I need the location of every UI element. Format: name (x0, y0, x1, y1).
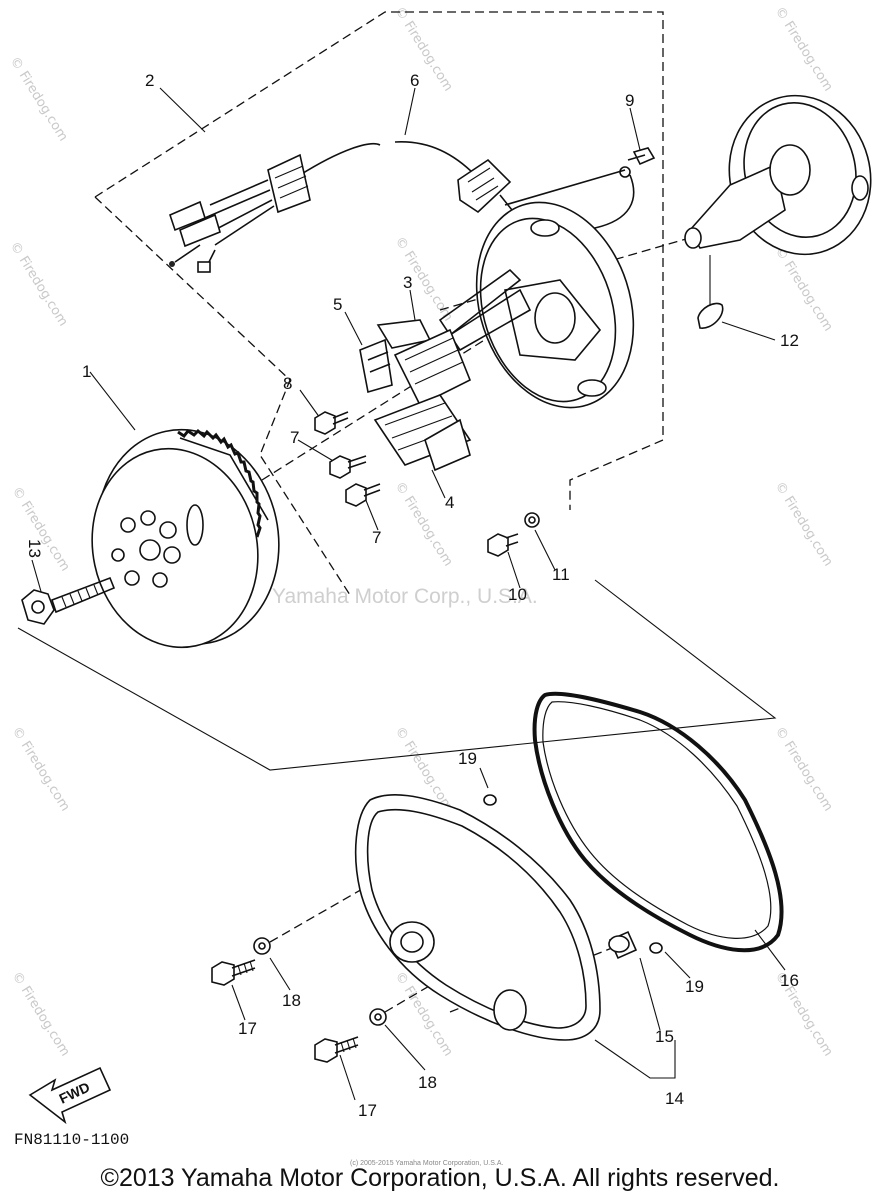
wire-harness (169, 141, 635, 273)
small-copyright: (c) 2005-2015 Yamaha Motor Corporation, … (350, 1160, 504, 1167)
crankshaft (684, 94, 872, 256)
footer-copyright: ©2013 Yamaha Motor Corporation, U.S.A. A… (100, 1164, 780, 1192)
flywheel (91, 428, 280, 649)
part-label-18a: 18 (282, 991, 301, 1010)
part-label-15: 15 (655, 1027, 674, 1046)
watermark-text: © Firedog.com (392, 234, 456, 324)
flywheel-group-boundary (17, 579, 777, 771)
part-label-12: 12 (780, 331, 799, 350)
part-label-16: 16 (780, 971, 799, 990)
part-label-17a: 17 (238, 1019, 257, 1038)
part-label-11: 11 (552, 565, 570, 584)
bolt-10-washer-11 (487, 512, 540, 557)
watermark-text: © Firedog.com (772, 479, 836, 569)
fwd-arrow: FWD (28, 1066, 112, 1125)
part-label-5: 5 (333, 295, 342, 314)
part-label-1: 1 (82, 362, 91, 381)
part-label-19a: 19 (458, 749, 477, 768)
dowel-pin (608, 930, 638, 960)
ring-gear-teeth (177, 428, 262, 538)
flywheel-nut-bolt (21, 576, 116, 625)
part-label-6: 6 (410, 71, 419, 90)
screws-7-8 (314, 411, 381, 507)
watermark-text: © Firedog.com (772, 4, 836, 94)
stator-base-plate (438, 201, 635, 409)
plug-19-lower (649, 942, 663, 954)
watermark-text: © Firedog.com (7, 54, 71, 144)
diagram-code: FN81110-1100 (14, 1131, 130, 1149)
watermark-text: © Firedog.com (772, 244, 836, 334)
part-label-10: 10 (508, 585, 527, 604)
crankcase-cover (354, 794, 601, 1041)
part-label-2: 2 (145, 71, 154, 90)
part-label-7b: 7 (372, 528, 381, 547)
part-label-3: 3 (403, 273, 412, 292)
screw-9 (627, 147, 656, 166)
part-label-8: 8 (283, 374, 292, 393)
watermark-text: © Firedog.com (772, 724, 836, 814)
watermark-center: Yamaha Motor Corp., U.S.A. (272, 585, 538, 608)
crankcase-gasket (532, 691, 784, 953)
stator-group-boundary (94, 11, 664, 596)
part-label-4: 4 (445, 493, 454, 512)
part-label-7a: 7 (290, 428, 299, 447)
part-label-9: 9 (625, 91, 634, 110)
plug-19-upper (483, 794, 497, 806)
part-label-17b: 17 (358, 1101, 377, 1120)
part-label-14: 14 (665, 1089, 684, 1108)
part-label-19b: 19 (685, 977, 704, 996)
watermark-text: © Firedog.com (9, 484, 73, 574)
part-label-13: 13 (25, 539, 44, 558)
pickup-coil-assembly (359, 319, 472, 472)
watermark-text: © Firedog.com (392, 4, 456, 94)
woodruff-key (697, 302, 724, 329)
cover-bolts (211, 937, 387, 1063)
part-label-18b: 18 (418, 1073, 437, 1092)
watermark-text: © Firedog.com (7, 239, 71, 329)
watermark-text: © Firedog.com (9, 724, 73, 814)
watermark-text: © Firedog.com (9, 969, 73, 1059)
crankcase-gasket-inner (542, 701, 772, 939)
part-labels: 2 6 9 3 5 12 1 8 7 4 7 13 10 11 19 19 16… (25, 71, 799, 1120)
